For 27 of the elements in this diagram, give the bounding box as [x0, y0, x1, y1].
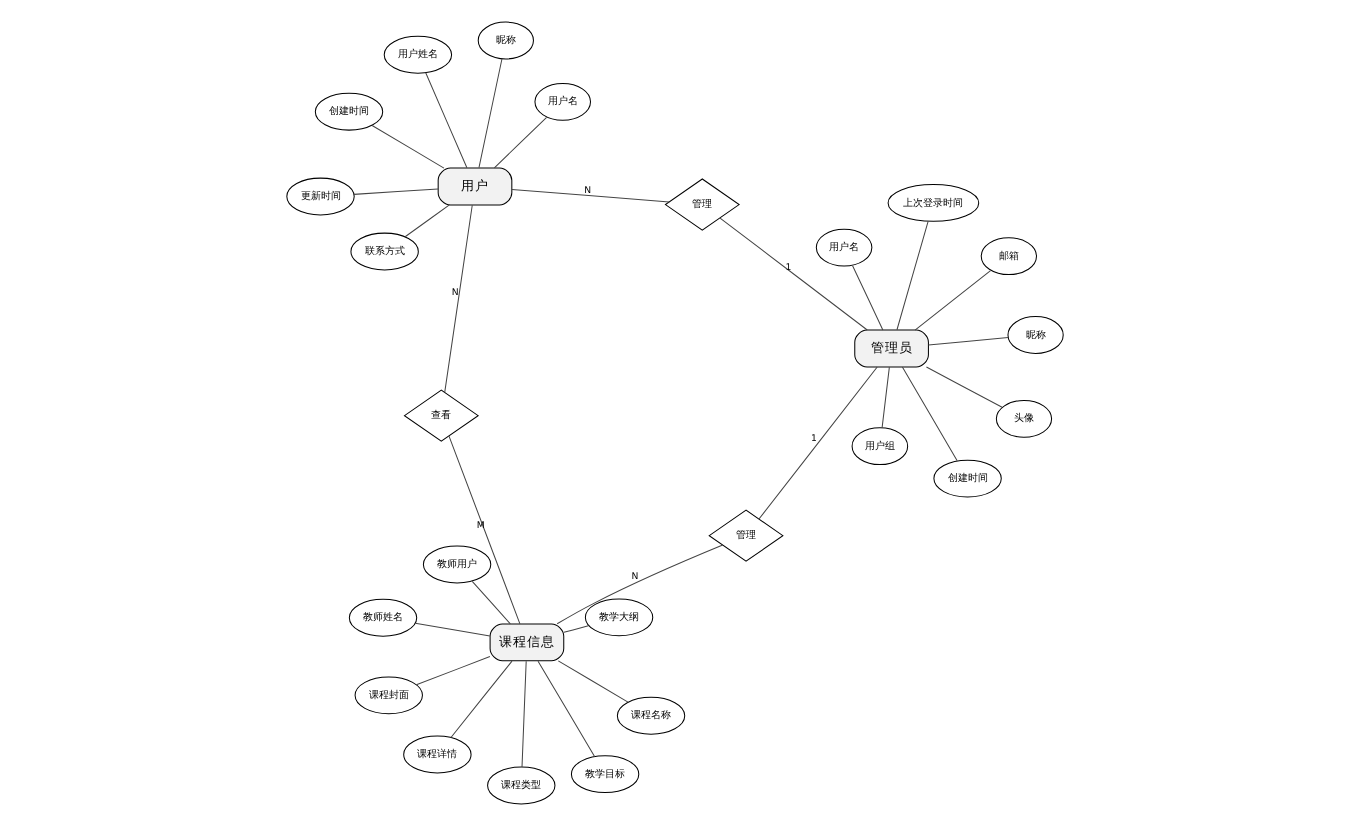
connector	[413, 621, 490, 636]
connector	[718, 216, 867, 330]
connector	[449, 659, 512, 737]
connector	[926, 336, 1008, 345]
connector	[555, 543, 723, 624]
connector	[403, 203, 449, 237]
connector	[556, 659, 628, 702]
connector	[895, 219, 928, 330]
connector	[414, 655, 490, 685]
connector	[370, 123, 444, 168]
connector	[492, 115, 547, 168]
connector	[443, 203, 472, 392]
connector	[913, 269, 991, 330]
connector	[880, 365, 889, 428]
connector	[536, 659, 595, 756]
connector	[424, 71, 467, 168]
connector	[562, 624, 588, 632]
connector	[470, 579, 510, 624]
connector	[477, 57, 502, 168]
connector	[447, 434, 520, 624]
connector	[851, 264, 883, 330]
connector	[924, 365, 1002, 407]
connector	[510, 187, 669, 202]
connector	[352, 187, 438, 194]
connector	[757, 365, 877, 519]
connector	[900, 365, 957, 461]
connector	[520, 659, 526, 767]
